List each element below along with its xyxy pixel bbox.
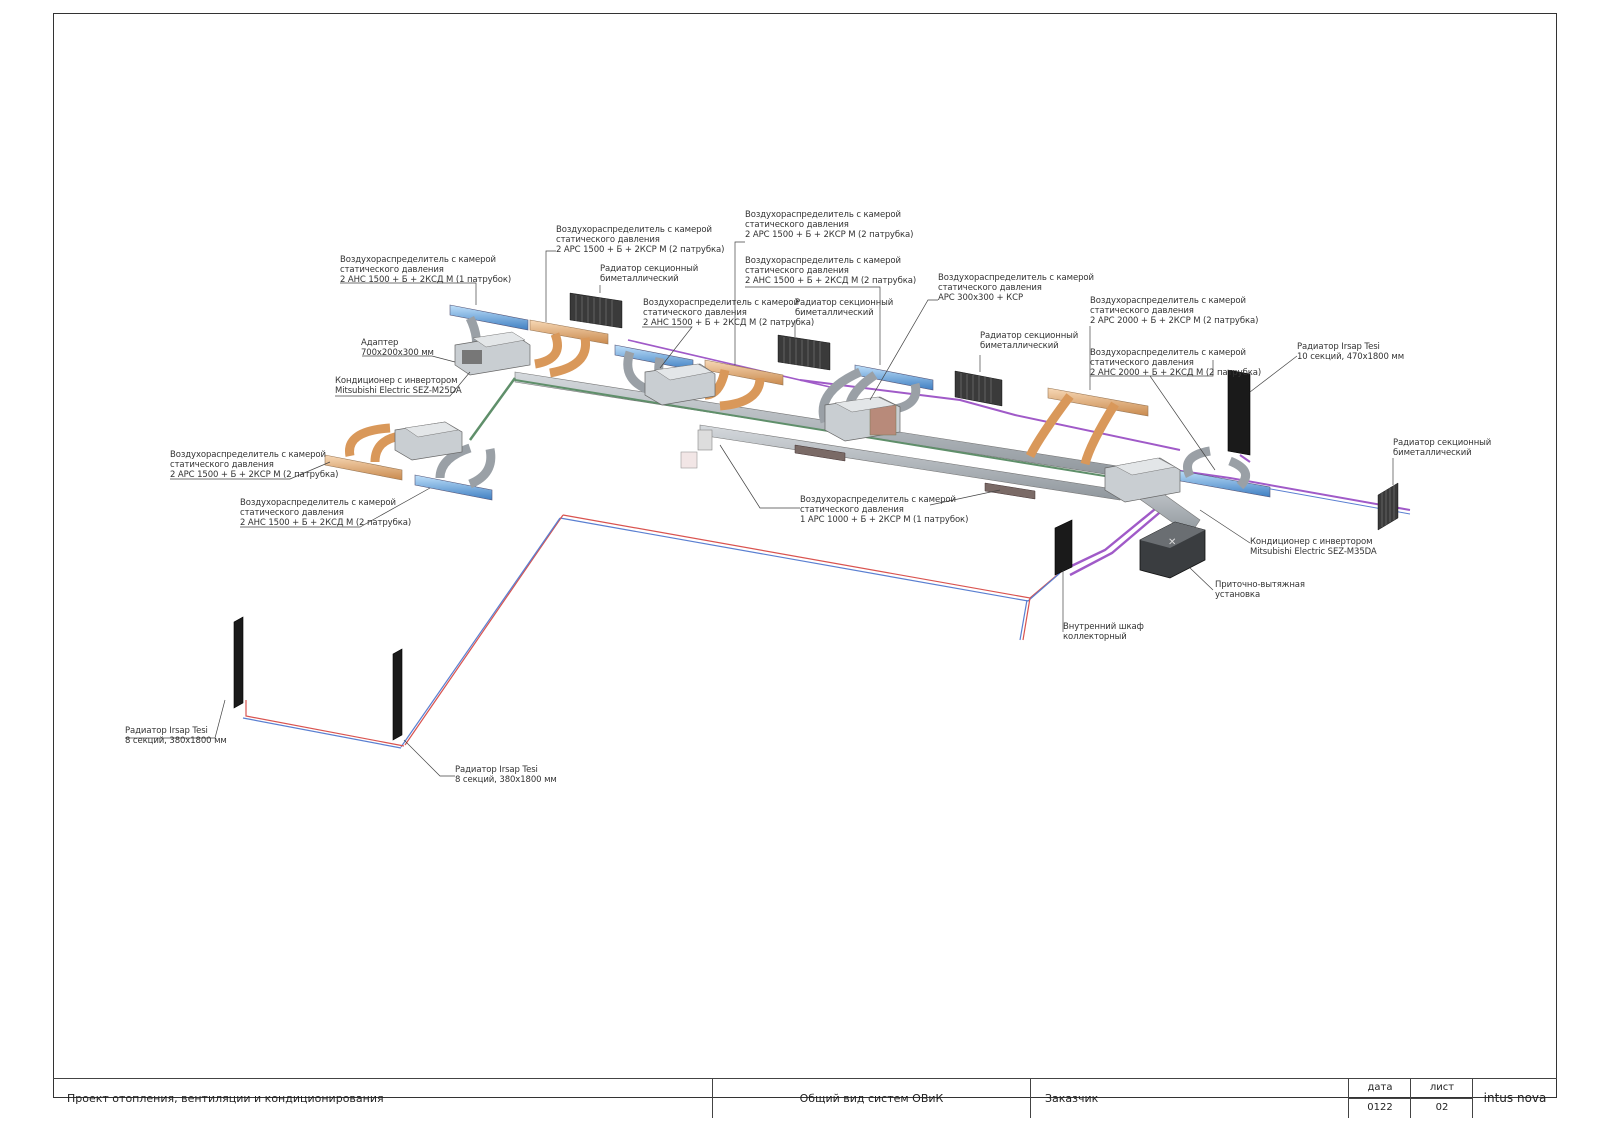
radiators-bimetal (569, 292, 1399, 531)
tb-customer: Заказчик (1031, 1079, 1349, 1118)
sheet-label: лист (1429, 1082, 1455, 1093)
label-vr-apc-300: Воздухораспределитель с камерой статичес… (938, 273, 1094, 303)
unit-cluster-2 (324, 421, 496, 501)
radiator-irsap-8b (392, 648, 403, 741)
label-radiator-irsap-10: Радиатор Irsap Tesi 10 секций, 470x1800 … (1297, 342, 1405, 362)
drawing-frame (53, 13, 1557, 1098)
tb-project: Проект отопления, вентиляции и кондицион… (53, 1079, 713, 1118)
unit-cluster-4 (818, 364, 934, 442)
label-radiator-bimetal-3: Радиатор секционный биметаллический (980, 331, 1079, 351)
brand-logo: intus nova (1483, 1091, 1547, 1105)
label-vr-anc-2000: Воздухораспределитель с камерой статичес… (1090, 348, 1262, 378)
label-radiator-irsap-8b: Радиатор Irsap Tesi 8 секций, 380x1800 м… (455, 765, 557, 785)
label-vr-anc-1500-left: Воздухораспределитель с камерой статичес… (240, 498, 412, 528)
label-radiator-bimetal-1: Радиатор секционный биметаллический (600, 264, 699, 284)
label-vr-apc-1500-left: Воздухораспределитель с камерой статичес… (170, 450, 339, 480)
radiator-bimetal-4 (1377, 482, 1399, 531)
customer-label: Заказчик (1045, 1092, 1099, 1105)
tb-sheet-title: Общий вид систем ОВиК (713, 1079, 1031, 1118)
unit-cluster-1 (449, 304, 609, 378)
label-radiator-irsap-8a: Радиатор Irsap Tesi 8 секций, 380x1800 м… (125, 726, 227, 746)
air-handling-unit: ✕ (1139, 521, 1206, 579)
radiator-bimetal-2 (777, 334, 831, 371)
sheet-number: 02 (1435, 1102, 1449, 1113)
label-vr-anc-1500-top2: Воздухораспределитель с камерой статичес… (745, 256, 917, 286)
label-vr-apc-1000: Воздухораспределитель с камерой статичес… (800, 495, 969, 525)
radiator-irsap-8a (233, 616, 244, 709)
radiator-irsap-10 (1227, 369, 1251, 456)
label-cabinet: Внутренний шкаф коллекторный (1063, 622, 1144, 642)
radiators-irsap (233, 369, 1251, 741)
collector-cabinet (1054, 519, 1073, 576)
radiator-bimetal-3 (954, 370, 1003, 407)
label-vr-apc-2000: Воздухораспределитель с камерой статичес… (1090, 296, 1259, 326)
grilles (794, 444, 1036, 500)
project-title: Проект отопления, вентиляции и кондицион… (67, 1092, 384, 1105)
label-vr-anc-1500-1: Воздухораспределитель с камерой статичес… (340, 255, 512, 285)
label-radiator-bimetal-4: Радиатор секционный биметаллический (1393, 438, 1492, 458)
svg-text:✕: ✕ (1168, 537, 1176, 548)
label-vr-apc-1500-top: Воздухораспределитель с камерой статичес… (556, 225, 725, 255)
unit-cluster-3 (614, 344, 784, 411)
date-label: дата (1367, 1082, 1393, 1093)
label-vr-anc-1500-mid: Воздухораспределитель с камерой статичес… (643, 298, 815, 328)
label-vr-apc-1500-top2: Воздухораспределитель с камерой статичес… (745, 210, 914, 240)
title-block: Проект отопления, вентиляции и кондицион… (53, 1078, 1557, 1118)
unit-cluster-5 (1025, 387, 1271, 503)
label-radiator-bimetal-2: Радиатор секционный биметаллический (795, 298, 894, 318)
sheet-title: Общий вид систем ОВиК (799, 1092, 944, 1105)
label-ahu: Приточно-вытяжная установка (1215, 580, 1305, 600)
label-ac-m25: Кондиционер с инвертором Mitsubishi Elec… (335, 376, 462, 396)
tb-divider (1349, 1098, 1473, 1099)
label-ac-m35: Кондиционер с инвертором Mitsubishi Elec… (1250, 537, 1377, 557)
radiator-bimetal-1 (569, 292, 623, 329)
label-adapter: Адаптер 700x200x300 мм (361, 338, 434, 358)
leader-lines (125, 241, 1394, 777)
date-value: 0122 (1367, 1102, 1393, 1113)
